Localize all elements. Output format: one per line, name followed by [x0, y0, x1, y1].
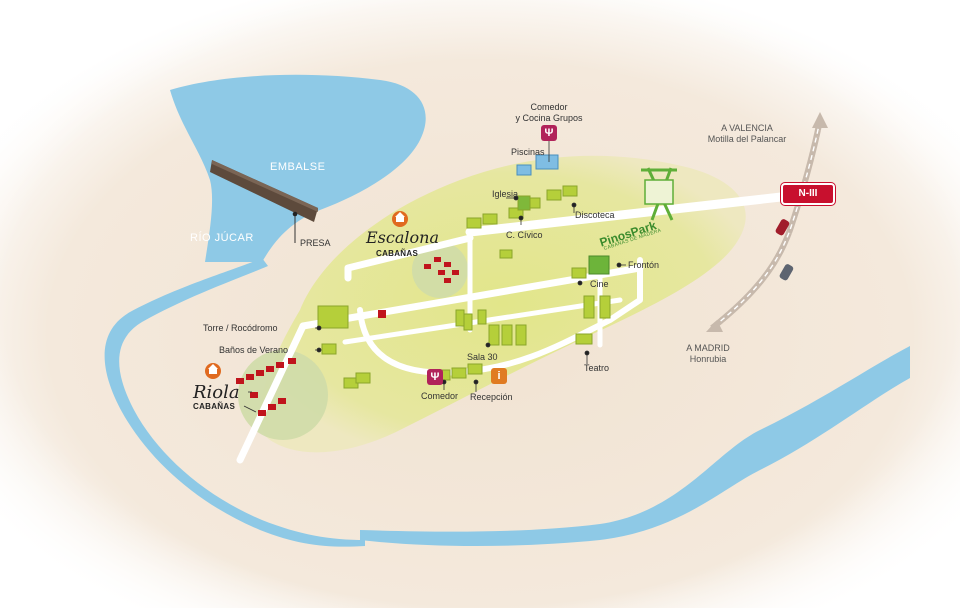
south-direction-label: A MADRID Honrubia: [686, 343, 730, 364]
reservoir-label: EMBALSE: [270, 161, 326, 173]
highway-sign: N-III: [781, 183, 835, 205]
group-dining-fork-knife-icon: Ψ: [541, 125, 557, 141]
dining-fork-knife-icon: Ψ: [427, 369, 443, 385]
sala-30-label: Sala 30: [467, 352, 498, 362]
disco-label: Discoteca: [575, 210, 615, 220]
pools-label: Piscinas: [511, 147, 545, 157]
group-dining-label: Comedor y Cocina Grupos: [515, 102, 583, 123]
civic-center-label: C. Cívico: [506, 230, 543, 240]
reception-label: Recepción: [470, 392, 513, 402]
river-label: RÍO JÚCAR: [190, 232, 254, 244]
north-direction-label: A VALENCIA Motilla del Palancar: [707, 123, 787, 144]
riola-house-icon: [205, 363, 221, 379]
cinema-label: Cine: [590, 279, 609, 289]
theatre-label: Teatro: [584, 363, 610, 373]
church-label: Iglesia: [492, 189, 519, 199]
dam-label: PRESA: [300, 238, 331, 248]
escalona-house-icon: [392, 211, 408, 227]
escalona-subtitle: CABAÑAS: [376, 249, 419, 258]
summer-baths-label: Baños de Verano: [219, 345, 289, 355]
reception-info-icon: i: [491, 368, 507, 384]
tower-label: Torre / Rocódromo: [203, 323, 278, 333]
escalona-title: Escalona: [366, 228, 439, 247]
riola-subtitle: CABAÑAS: [193, 402, 236, 411]
fronton-label: Frontón: [628, 260, 660, 270]
riola-title: Riola: [193, 382, 240, 403]
dining-label: Comedor: [421, 391, 459, 401]
